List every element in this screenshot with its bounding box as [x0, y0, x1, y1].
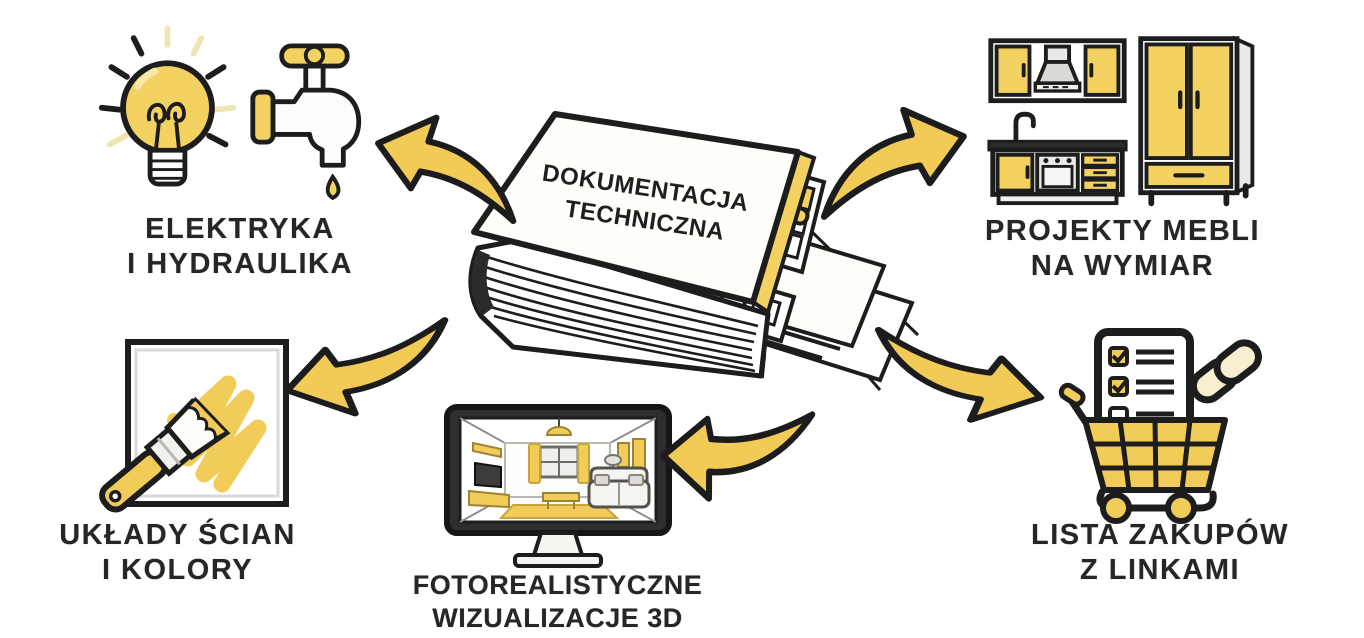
label-projekty-line2: NA WYMIAR — [1030, 250, 1215, 283]
monitor-3d-room-icon — [444, 404, 672, 568]
label-elektryka-line1: ELEKTRYKA — [145, 213, 335, 245]
wall-shelf — [472, 441, 502, 459]
monitor-base — [513, 553, 603, 568]
label-foto: FOTOREALISTYCZNE WIZUALIZACJE 3D — [395, 570, 720, 635]
tv-cabinet — [468, 489, 510, 509]
label-uklady: UKŁADY ŚCIAN I KOLORY — [25, 518, 330, 587]
label-lista-line1: LISTA ZAKUPÓW — [1031, 519, 1289, 551]
arrow-to-wizualizacje — [646, 366, 823, 535]
paintbrush-canvas-icon — [99, 339, 289, 513]
label-foto-line2: WIZUALIZACJE 3D — [432, 602, 683, 633]
bulb-filament — [146, 102, 186, 124]
bulb-highlight — [134, 67, 159, 90]
page-stack — [468, 237, 771, 379]
spine-shadow — [471, 250, 494, 316]
room-scene — [459, 417, 657, 523]
label-projekty: PROJEKTY MEBLI NA WYMIAR — [940, 214, 1305, 283]
water-drop-icon — [325, 173, 341, 201]
canvas-inner-border — [134, 348, 280, 498]
faucet-handle — [279, 43, 350, 69]
arrow-to-meble — [815, 98, 970, 226]
kitchen-cabinets-icon — [987, 38, 1128, 206]
wall-art-2 — [632, 438, 646, 470]
coffee-table — [542, 492, 580, 509]
paintbrush — [99, 396, 231, 513]
shopping-cart-group-icon — [1058, 328, 1262, 524]
bulb-filament-legs — [153, 122, 182, 151]
base-cabinet — [990, 147, 1125, 206]
faucet-flange — [250, 89, 276, 145]
sink-faucet — [1013, 111, 1036, 144]
label-uklady-line2: I KOLORY — [101, 554, 254, 587]
curtain-left — [528, 443, 541, 484]
curtain-right — [577, 443, 590, 484]
arrow-to-zakupy — [868, 322, 1048, 430]
range-hood — [1033, 44, 1082, 93]
sofa — [587, 466, 651, 509]
faucet-body — [270, 87, 362, 168]
tv — [474, 461, 502, 489]
binder-cover: DOKUMENTACJA TECHNICZNA — [471, 111, 817, 316]
plinth — [996, 192, 1119, 206]
bulb-glass — [120, 60, 215, 156]
label-projekty-line1: PROJEKTY MEBLI — [984, 215, 1261, 247]
drawers — [1080, 153, 1120, 193]
chain-link-icon — [1189, 339, 1262, 404]
monitor-neck — [531, 531, 585, 557]
wardrobe-icon — [1138, 35, 1255, 207]
label-lista: LISTA ZAKUPÓW Z LINKAMI — [1005, 518, 1315, 587]
bulb-rays — [98, 25, 237, 148]
label-elektryka: ELEKTRYKA I HYDRAULIKA — [55, 212, 425, 281]
upper-cabinets — [988, 38, 1127, 104]
label-uklady-line1: UKŁADY ŚCIAN — [59, 519, 296, 551]
wardrobe-handles — [1178, 90, 1200, 110]
arrow-to-sciany — [280, 312, 455, 424]
bulb-base — [147, 147, 188, 187]
oven — [1035, 152, 1080, 193]
label-foto-line1: FOTOREALISTYCZNE — [412, 570, 703, 600]
binder-icon: DOKUMENTACJA TECHNICZNA — [468, 111, 920, 391]
lightbulb-icon — [98, 25, 237, 187]
label-lista-line2: Z LINKAMI — [1079, 554, 1241, 587]
shopping-cart-icon — [1058, 382, 1228, 524]
label-elektryka-line2: I HYDRAULIKA — [127, 248, 353, 281]
paint-scribble — [149, 375, 267, 493]
faucet-icon — [250, 43, 362, 201]
arrow-to-elektryka — [372, 103, 522, 233]
wardrobe-feet — [1148, 183, 1249, 207]
